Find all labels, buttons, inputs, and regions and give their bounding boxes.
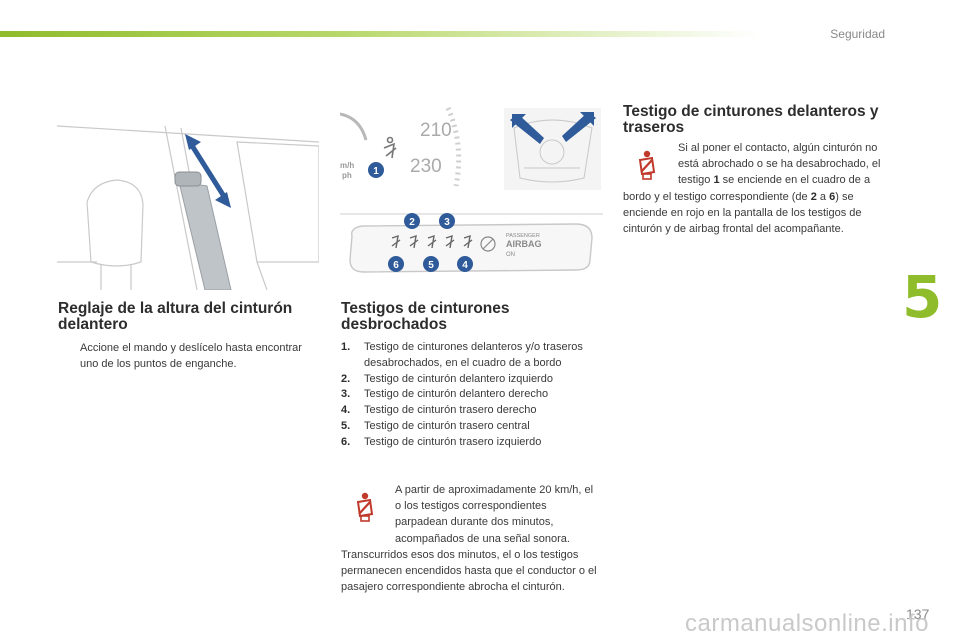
callout-3: 3 <box>439 213 455 229</box>
seatbelt-warning-icon <box>356 492 374 522</box>
airbag-label: AIRBAG <box>506 239 542 249</box>
watermark: carmanualsonline.info <box>685 610 929 637</box>
seatbelt-height-illustration <box>57 125 319 290</box>
section-label: Seguridad <box>830 27 885 41</box>
belt-height-text: Accione el mando y deslícelo hasta encon… <box>80 342 302 370</box>
svg-text:6: 6 <box>393 260 399 271</box>
front-rear-text: Si al poner el contacto, algún cinturón … <box>623 142 881 236</box>
unit-kmh-label: m/h <box>340 161 354 170</box>
svg-text:3: 3 <box>444 217 450 228</box>
list-item: 6.Testigo de cinturón trasero izquierdo <box>341 435 542 448</box>
belt-height-title: Reglaje de la altura del cinturón delant… <box>58 300 293 333</box>
list-item: 2.Testigo de cinturón delantero izquierd… <box>341 372 553 385</box>
unbuckled-title: Testigos de cinturones desbrochados <box>341 300 510 333</box>
list-item: 5.Testigo de cinturón trasero central <box>341 419 530 432</box>
callout-6: 6 <box>388 256 404 272</box>
list-item: 3.Testigo de cinturón delantero derecho <box>341 388 549 401</box>
speed-210-label: 210 <box>420 120 452 141</box>
callout-4: 4 <box>457 256 473 272</box>
adjust-arrow <box>185 134 231 208</box>
callout-1-label: 1 <box>373 166 379 177</box>
belt-height-instruction: Accione el mando y deslícelo hasta encon… <box>58 340 318 372</box>
list-item: 4.Testigo de cinturón trasero derecho <box>341 404 537 417</box>
instrument-cluster-illustration: 210 230 m/h ph 1 <box>340 106 462 187</box>
indicator-list: 1.Testigo de cinturones delanteros y/o t… <box>341 340 603 451</box>
svg-text:4: 4 <box>462 260 468 271</box>
bullet-mark <box>58 340 80 372</box>
callout-5: 5 <box>423 256 439 272</box>
front-rear-title: Testigo de cinturones delanteros y trase… <box>623 103 879 136</box>
page-number: 137 <box>906 606 930 622</box>
unit-mph-label: ph <box>342 171 352 180</box>
svg-text:2: 2 <box>409 217 415 228</box>
belt-indicator-panel: PASSENGER AIRBAG ON 2 3 6 5 4 <box>340 213 603 273</box>
on-label: ON <box>506 252 515 258</box>
list-item: 1.Testigo de cinturones delanteros y/o t… <box>341 341 583 369</box>
flashing-note: A partir de aproximadamente 20 km/h, el … <box>341 484 597 594</box>
speed-230-label: 230 <box>410 156 442 177</box>
roof-console-illustration <box>504 108 601 190</box>
seatbelt-warning-icon <box>638 150 656 180</box>
svg-text:5: 5 <box>428 260 434 271</box>
header-accent-bar <box>0 31 760 37</box>
callout-2: 2 <box>404 213 420 229</box>
seatbelt-warning-icon <box>383 136 397 159</box>
chapter-number: 5 <box>902 263 943 331</box>
passenger-label: PASSENGER <box>506 233 540 239</box>
callout-1-badge <box>368 162 384 178</box>
